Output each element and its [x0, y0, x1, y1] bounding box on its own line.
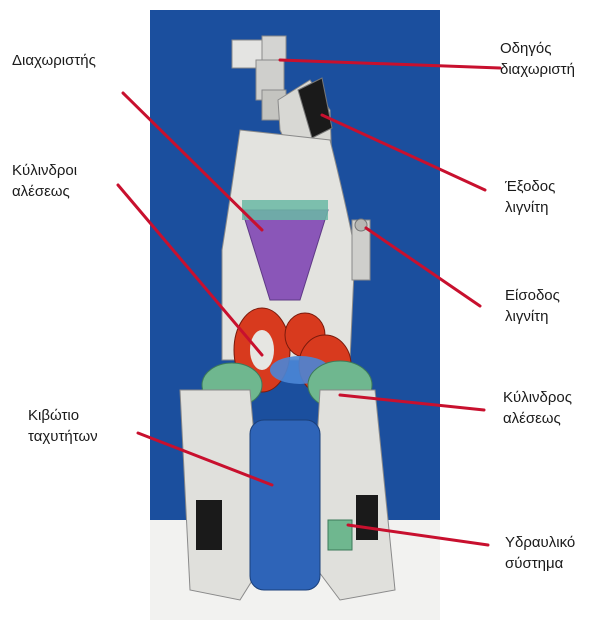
lower-housing: [180, 390, 395, 600]
label-lignite-inlet: Είσοδος λιγνίτη: [505, 285, 560, 327]
label-separator: Διαχωριστής: [12, 50, 96, 71]
label-separator-drive: Οδηγός διαχωριστή: [500, 38, 575, 80]
label-grinding-rollers-left: Κύλινδροι αλέσεως: [12, 160, 77, 202]
gearbox: [250, 420, 320, 590]
label-hydraulic: Υδραυλικό σύστημα: [505, 532, 575, 574]
label-lignite-outlet: Έξοδος λιγνίτη: [505, 176, 555, 218]
label-gearbox: Κιβώτιο ταχυτήτων: [28, 405, 98, 447]
label-grinding-roller-right: Κύλινδρος αλέσεως: [503, 387, 572, 429]
